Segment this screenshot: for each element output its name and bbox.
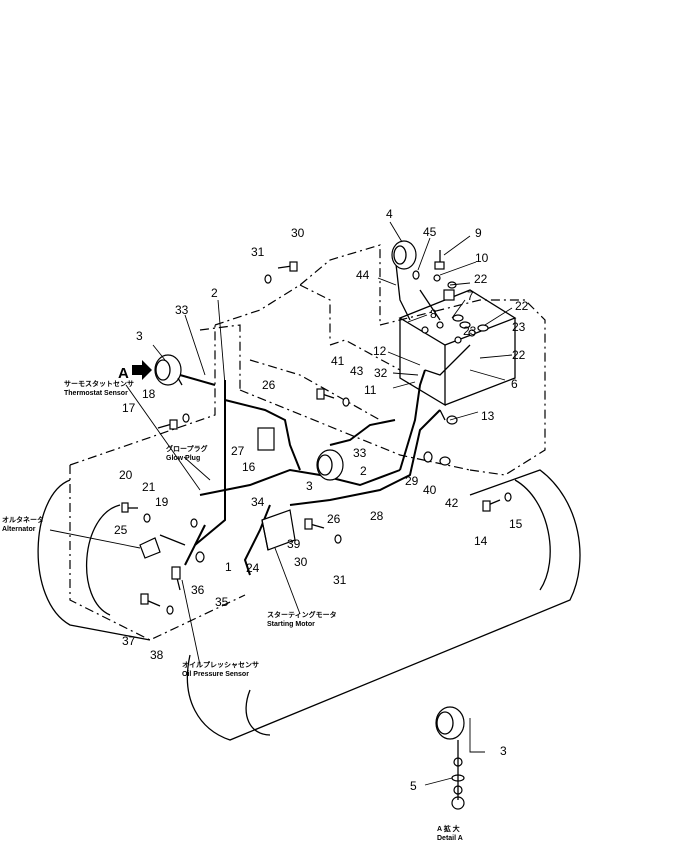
callout-33: 33	[353, 446, 367, 460]
callout-3: 3	[500, 744, 507, 758]
callout-41: 41	[331, 354, 345, 368]
callout-33: 33	[175, 303, 189, 317]
callout-32: 32	[374, 366, 388, 380]
callout-numbers: 1 2 2 3 3 3 4 5 6 7 8 9 10 11 12 13 14 1…	[114, 207, 529, 793]
callout-19: 19	[155, 495, 169, 509]
glow-relay	[257, 427, 275, 451]
callout-23: 23	[463, 324, 477, 338]
glow-plug-caption-jp: グロープラグ	[166, 444, 208, 453]
callout-44: 44	[356, 268, 370, 282]
callout-40: 40	[423, 483, 437, 497]
callout-42: 42	[445, 496, 459, 510]
alternator-caption: Alternator	[2, 526, 36, 533]
callout-16: 16	[242, 460, 256, 474]
callout-43: 43	[350, 364, 364, 378]
callout-31: 31	[251, 245, 265, 259]
callout-34: 34	[251, 495, 265, 509]
callout-28: 28	[370, 509, 384, 523]
frame-outline	[69, 244, 546, 641]
battery	[398, 289, 517, 407]
callout-22: 22	[474, 272, 488, 286]
oil-pressure-sensor	[171, 566, 181, 580]
horn-left	[154, 354, 183, 386]
callout-26: 26	[262, 378, 276, 392]
view-a-marker: A	[118, 360, 152, 382]
callout-2: 2	[360, 464, 367, 478]
glow-plug-caption: Glow Plug	[166, 455, 200, 462]
callout-23: 23	[512, 320, 526, 334]
callout-13: 13	[481, 409, 495, 423]
callout-25: 25	[114, 523, 128, 537]
callout-29: 29	[405, 474, 419, 488]
callout-27: 27	[231, 444, 245, 458]
callout-6: 6	[511, 377, 518, 391]
callout-45: 45	[423, 225, 437, 239]
detail-a-caption-jp: A 拡 大	[437, 824, 460, 833]
horn-detail-a	[435, 706, 465, 810]
callout-3: 3	[306, 479, 313, 493]
callout-37: 37	[122, 634, 136, 648]
oil-pressure-sensor-caption: Oil Pressure Sensor	[182, 671, 249, 678]
callout-10: 10	[475, 251, 489, 265]
callout-35: 35	[215, 595, 229, 609]
callout-8: 8	[430, 307, 437, 321]
starting-motor-caption: Starting Motor	[267, 621, 315, 628]
oil-pressure-sensor-caption-jp: オイルプレッシャセンサ	[182, 660, 259, 669]
callout-12: 12	[373, 344, 387, 358]
callout-21: 21	[142, 480, 156, 494]
thermostat-sensor-caption: Thermostat Sensor	[64, 390, 128, 397]
callout-3: 3	[136, 329, 143, 343]
callout-4: 4	[386, 207, 393, 221]
callout-14: 14	[474, 534, 488, 548]
callout-30: 30	[294, 555, 308, 569]
detail-a-caption: Detail A	[437, 835, 463, 842]
thermostat-sensor-caption-jp: サーモスタットセンサ	[64, 379, 134, 388]
right-track	[186, 469, 581, 741]
leader-lines	[49, 221, 513, 786]
callout-22: 22	[515, 299, 529, 313]
view-a-label: A	[118, 365, 129, 382]
horn-top	[391, 240, 417, 270]
callout-26: 26	[327, 512, 341, 526]
callout-17: 17	[122, 401, 136, 415]
alternator	[139, 537, 161, 559]
left-track	[37, 479, 151, 641]
callout-15: 15	[509, 517, 523, 531]
alternator-caption-jp: オルタネータ	[2, 515, 44, 524]
callout-11: 11	[364, 383, 377, 397]
callout-5: 5	[410, 779, 417, 793]
callout-39: 39	[287, 537, 301, 551]
callout-1: 1	[225, 560, 232, 574]
callout-38: 38	[150, 648, 164, 662]
callout-7: 7	[467, 289, 474, 303]
callout-22: 22	[512, 348, 526, 362]
callout-2: 2	[211, 286, 218, 300]
callout-24: 24	[246, 561, 260, 575]
wiring-harness	[159, 254, 471, 591]
callout-9: 9	[475, 226, 482, 240]
horn-center	[316, 449, 344, 481]
component-captions: サーモスタットセンサ Thermostat Sensor グロープラグ Glow…	[2, 379, 463, 842]
callout-36: 36	[191, 583, 205, 597]
callout-20: 20	[119, 468, 133, 482]
starting-motor	[261, 509, 296, 551]
fasteners	[121, 250, 512, 615]
callout-31: 31	[333, 573, 347, 587]
callout-30: 30	[291, 226, 305, 240]
callout-18: 18	[142, 387, 156, 401]
starting-motor-caption-jp: スターティングモータ	[267, 610, 337, 619]
